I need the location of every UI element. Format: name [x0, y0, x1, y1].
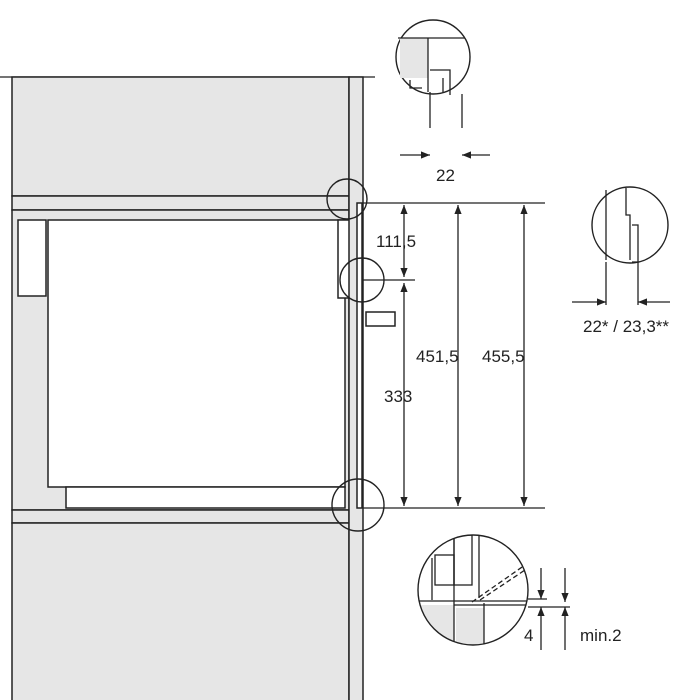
- oven-body: [11, 209, 396, 511]
- dim-label-bottom-min: min.2: [580, 626, 622, 645]
- dim-label-top-detail: 22: [436, 166, 455, 185]
- lower-shelf: [11, 509, 350, 524]
- dim-label-inner-height: 451,5: [416, 347, 459, 366]
- dim-label-side-detail: 22* / 23,3**: [583, 317, 669, 336]
- upper-cabinet: [0, 76, 375, 197]
- callout-top: [326, 178, 368, 220]
- dim-label-top-gap: 111,5: [376, 232, 416, 251]
- detail-top: 22: [395, 19, 490, 185]
- lower-cabinet: [11, 522, 350, 700]
- dim-label-bottom-gap: 4: [524, 626, 533, 645]
- detail-side: 22* / 23,3**: [572, 186, 670, 336]
- detail-bottom: 4 min.2: [417, 534, 622, 650]
- dim-label-lower-height: 333: [384, 387, 412, 406]
- dim-label-niche-height: 455,5: [482, 347, 525, 366]
- oven-front: [356, 202, 363, 509]
- callout-bottom: [331, 478, 385, 532]
- upper-shelf: [11, 195, 350, 211]
